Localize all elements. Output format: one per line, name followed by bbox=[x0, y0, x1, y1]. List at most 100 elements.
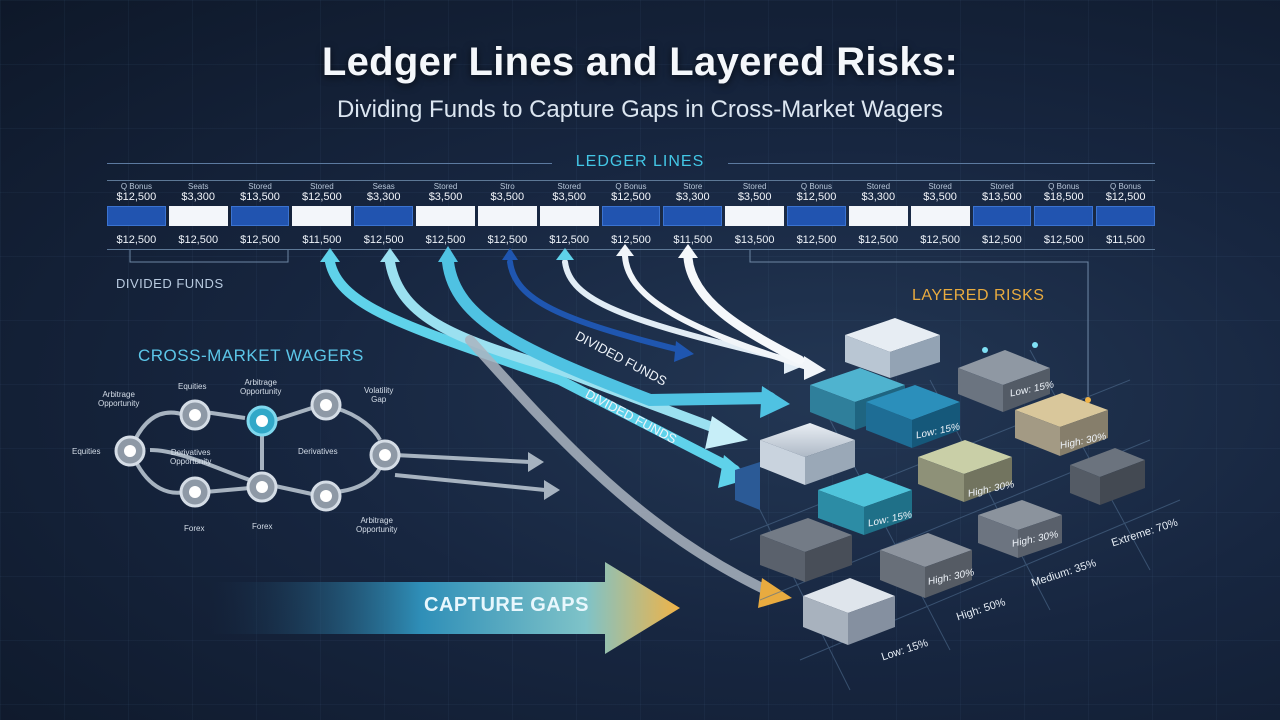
ledger-top-value: $3,300 bbox=[675, 191, 710, 203]
ledger-block bbox=[725, 206, 785, 226]
ledger-block bbox=[354, 206, 414, 226]
glow-dot bbox=[982, 347, 988, 353]
ledger-top-value: $18,500 bbox=[1043, 191, 1084, 203]
ledger-column: Stored$3,500 $12,500 bbox=[539, 180, 599, 248]
ledger-column-label: Q Bonus bbox=[615, 182, 647, 191]
ledger-column-label: Stored bbox=[310, 182, 334, 191]
flow-arrow-2 bbox=[385, 257, 725, 435]
ledger-top-value: $3,300 bbox=[861, 191, 896, 203]
flow-arrow-7 bbox=[683, 253, 805, 365]
ledger-column: Stored$12,500$11,500 bbox=[292, 180, 352, 248]
flow-arrow-3 bbox=[442, 256, 776, 407]
ledger-bottom-value: $12,500 bbox=[487, 234, 528, 246]
ledger-block bbox=[168, 206, 228, 226]
ledger-column-label: Stored bbox=[433, 182, 458, 191]
network-nodes bbox=[114, 389, 401, 512]
flow-arrow-6 bbox=[622, 253, 813, 371]
ledger-block bbox=[601, 206, 661, 226]
ledger-top-value: $3,500 bbox=[737, 191, 772, 203]
divided-funds-label: DIVIDED FUNDS bbox=[116, 276, 224, 291]
ledger-top-value: $12,500 bbox=[1105, 191, 1146, 203]
ledger-top-value: $3,500 bbox=[923, 191, 957, 203]
ledger-block bbox=[539, 206, 599, 226]
ledger-block bbox=[787, 206, 846, 226]
ledger-column-label: Stro bbox=[500, 182, 515, 191]
ledger-column: Stored$3,500 $12,500 bbox=[910, 180, 970, 248]
uparrow-7 bbox=[678, 244, 698, 258]
ledger-heading: LEDGER LINES bbox=[575, 153, 705, 170]
ledger-column: Stored$3,500$13,500 bbox=[725, 180, 785, 248]
uparrow-4 bbox=[502, 248, 518, 260]
glow-dot bbox=[1085, 397, 1091, 403]
ledger-block bbox=[292, 206, 352, 226]
ledger-top-value: $3,300 bbox=[181, 191, 216, 203]
risk-cubes bbox=[735, 318, 1145, 645]
ledger-bottom-value: $12,500 bbox=[363, 234, 404, 246]
ledger-bottom-value: $12,500 bbox=[796, 234, 837, 246]
ledger-column: Stored$13,500$12,500 bbox=[230, 180, 290, 248]
ledger-bottom-value: $12,500 bbox=[920, 234, 960, 246]
ledger-column: Q Bonus$12,500$12,500 bbox=[107, 180, 166, 248]
label-forex-2: Forex bbox=[252, 522, 273, 531]
ledger-top-value: $12,500 bbox=[796, 191, 837, 203]
ledger-bottom-value: $12,500 bbox=[178, 234, 219, 246]
uparrow-1 bbox=[320, 248, 340, 262]
flow-arrow-5 bbox=[562, 259, 793, 363]
ledger-column: Stro$3,500$12,500 bbox=[477, 180, 537, 248]
ledger-bottom-value: $11,500 bbox=[673, 234, 713, 246]
ledger-block bbox=[107, 206, 166, 226]
label-forex-1: Forex bbox=[184, 524, 205, 533]
capture-gaps-label: CAPTURE GAPS bbox=[424, 594, 589, 616]
ledger-column-label: Stored bbox=[990, 182, 1014, 191]
ledger-block bbox=[416, 206, 475, 226]
ledger-bottom-value: $13,500 bbox=[734, 234, 775, 246]
ledger-column-label: Stored bbox=[928, 182, 952, 191]
ledger-top-value: $13,500 bbox=[982, 191, 1022, 203]
ledger-block bbox=[1096, 206, 1155, 226]
ledger-frame bbox=[107, 180, 1155, 250]
ledger-top-value: $12,500 bbox=[116, 191, 157, 203]
ledger-bottom-value: $12,500 bbox=[982, 234, 1022, 246]
ledger-column-label: Store bbox=[683, 182, 703, 191]
ledger-column: Stored$13,500 $12,500 bbox=[972, 180, 1032, 248]
label-equities-top: Equities bbox=[178, 382, 207, 391]
ledger-column-label: Stored bbox=[248, 182, 272, 191]
ledger-column: Sesas$3,300$12,500 bbox=[354, 180, 414, 248]
layered-risks-heading: LAYERED RISKS bbox=[912, 287, 1045, 304]
ledger-column-label: Stored bbox=[557, 182, 581, 191]
ledger-bottom-value: $12,500 bbox=[549, 234, 590, 246]
ledger-block bbox=[477, 206, 537, 226]
ledger-column-label: Q Bonus bbox=[800, 182, 833, 191]
ledger-column: Q Bonus$12,500$12,500 bbox=[787, 180, 846, 248]
uparrow-5 bbox=[556, 248, 574, 260]
ledger-rule-left bbox=[107, 163, 552, 164]
ledger-bottom-value: $12,500 bbox=[425, 234, 466, 246]
page-title: Ledger Lines and Layered Risks: bbox=[321, 40, 959, 84]
ledger-column-label: Seats bbox=[187, 182, 209, 191]
ledger-top-value: $13,500 bbox=[240, 191, 280, 203]
label-derivatives: Derivatives bbox=[298, 447, 338, 456]
ledger-top-value: $3,500 bbox=[428, 191, 463, 203]
ledger-bottom-value: $12,500 bbox=[116, 234, 157, 246]
ledger-column: Stored$3,300$12,500 bbox=[848, 180, 908, 248]
flow-arrow-1 bbox=[325, 257, 740, 475]
ledger-column-label: Q Bonus bbox=[120, 182, 152, 191]
ledger-top-value: $12,500 bbox=[301, 191, 342, 203]
ledger-block bbox=[972, 206, 1032, 226]
ledger-column-label: Q Bonus bbox=[1110, 182, 1142, 191]
ledger-top-value: $3,500 bbox=[552, 191, 586, 203]
uparrow-3 bbox=[438, 246, 458, 262]
ledger-block bbox=[1034, 206, 1094, 226]
ledger-top-value: $3,300 bbox=[366, 191, 401, 203]
ledger-column: Seats$3,300 $12,500 bbox=[168, 180, 228, 248]
ledger-bottom-value: $12,500 bbox=[1043, 234, 1084, 246]
ledger-column-label: Stored bbox=[866, 182, 891, 191]
flow-arrow-4 bbox=[507, 259, 683, 353]
ledger-column: Q Bonus$12,500 $11,500 bbox=[1096, 180, 1155, 248]
ledger-bottom-value: $11,500 bbox=[1106, 234, 1146, 246]
